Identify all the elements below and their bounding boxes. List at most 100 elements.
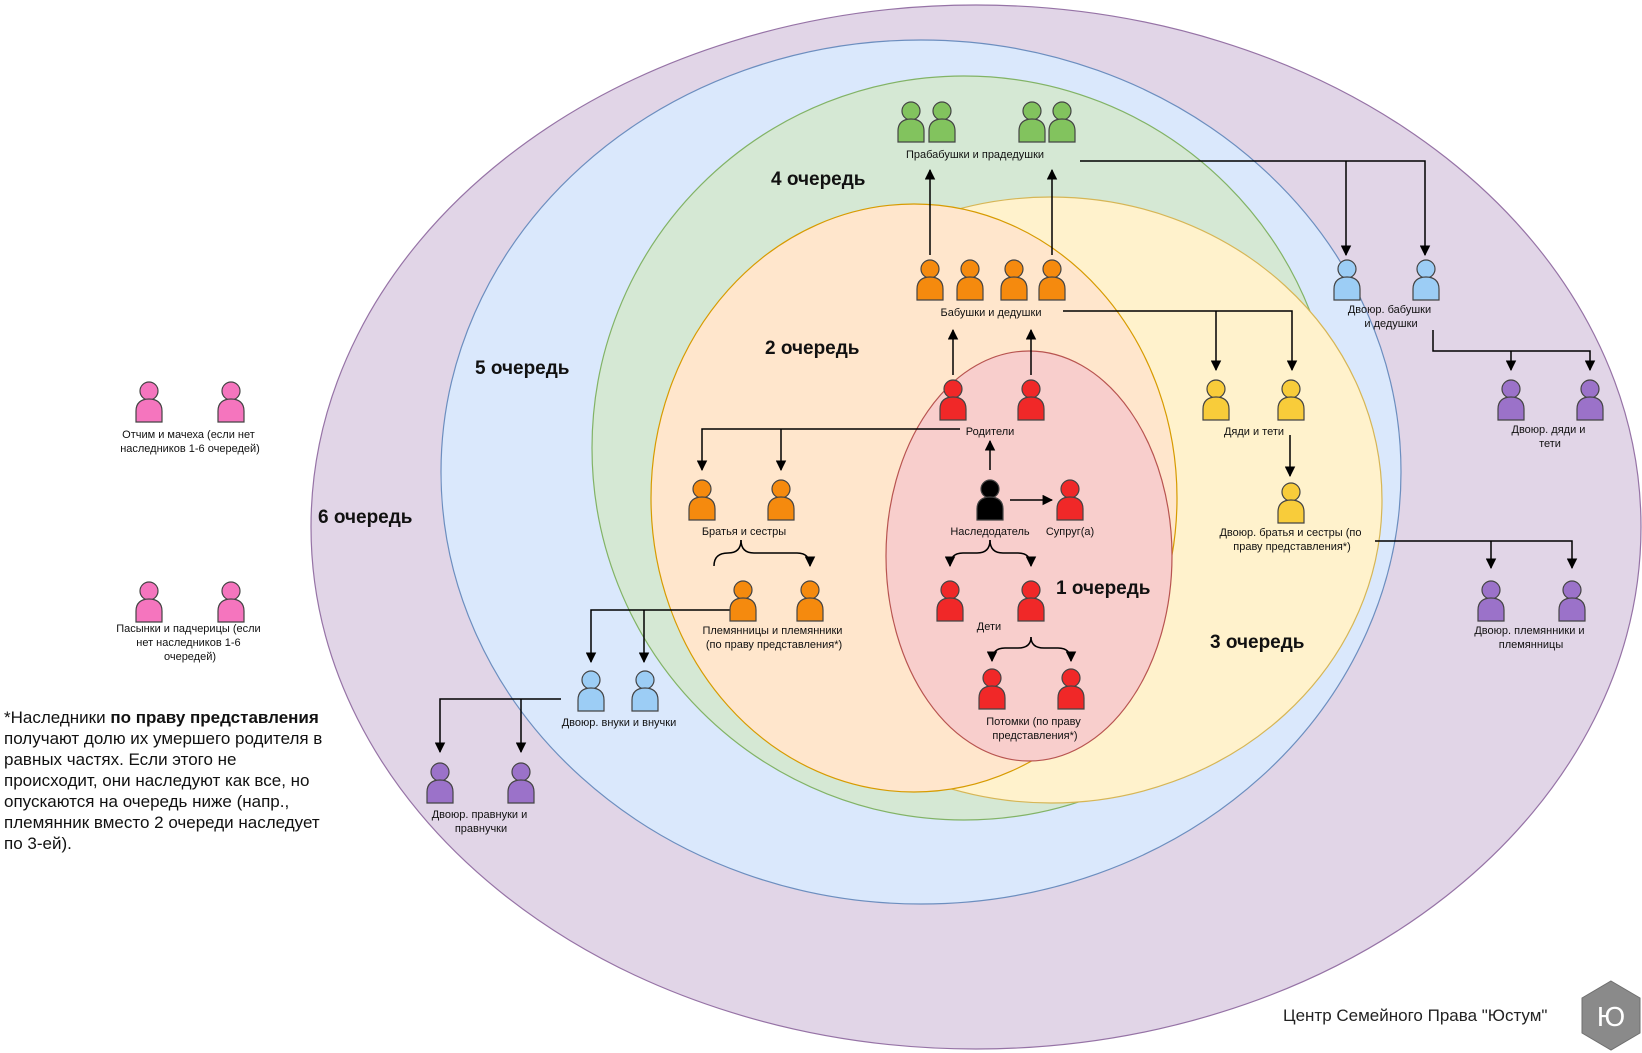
great-uncle-2 — [1412, 259, 1440, 301]
order-4-title: 4 очередь — [771, 169, 866, 190]
grandparent-4 — [1038, 259, 1066, 301]
spouse-label: Супруг(а) — [1046, 526, 1094, 538]
cousin-uncle-2 — [1576, 379, 1604, 421]
cousins-label-line-1: Двоюр. братья и сестры (по — [1219, 527, 1361, 539]
stepparent-2 — [217, 381, 245, 423]
nephew-1 — [729, 580, 757, 622]
cousin-great-grandchildren-label: Двоюр. правнуки и правнучки — [432, 809, 531, 835]
edge-grandparents-to-uncles — [1063, 310, 1298, 372]
representation-note: *Наследники по праву представления получ… — [4, 707, 324, 854]
cousin-great-grandchild-1 — [426, 762, 454, 804]
great-grandparents-label: Прабабушки и прадедушки — [906, 149, 1044, 161]
great-grandparent-1 — [897, 101, 925, 143]
parents-label: Родители — [966, 426, 1015, 438]
grandparent-1 — [916, 259, 944, 301]
person-labels: Прабабушки и прадедушки Бабушки и дедушк… — [116, 149, 1589, 835]
cousin-nephews-label-line-1: Двоюр. племянники и — [1474, 625, 1584, 637]
great-grandparent-4 — [1048, 101, 1076, 143]
grandparent-2 — [956, 259, 984, 301]
cousin-grandchild-1 — [577, 670, 605, 712]
brand-logo: Ю — [1581, 980, 1641, 1051]
logo-letter: Ю — [1597, 1001, 1625, 1032]
great-uncles-label-line-1: Двоюр. бабушки — [1348, 304, 1431, 316]
order-3-title: 3 очередь — [1210, 632, 1305, 653]
parent-2 — [1017, 379, 1045, 421]
stepparent-1 — [135, 381, 163, 423]
order-5-title: 5 очередь — [475, 358, 570, 379]
nephew-2 — [796, 580, 824, 622]
edge-testator-to-children-2 — [989, 539, 1037, 568]
stepchildren-label-line-1: Пасынки и падчерицы (если — [116, 623, 260, 635]
edge-greats-to-great-uncles — [1080, 160, 1431, 257]
order-2-title: 2 очередь — [765, 338, 860, 359]
cousin-nephews-label: Двоюр. племянники и племянницы — [1474, 625, 1587, 651]
great-uncles-label: Двоюр. бабушки и дедушки — [1348, 304, 1434, 330]
great-grandparent-2 — [928, 101, 956, 143]
descendants-label: Потомки (по праву представления*) — [986, 716, 1084, 742]
cousin-uncle-1 — [1497, 379, 1525, 421]
cousin-uncles-label-line-1: Двоюр. дяди и — [1512, 424, 1586, 436]
stepparents-label-line-2: наследников 1-6 очередей) — [120, 443, 260, 455]
order-6-title: 6 очередь — [318, 507, 413, 528]
testator-label: Наследодатель — [950, 526, 1030, 538]
sibling-2 — [767, 479, 795, 521]
great-uncle-1 — [1333, 259, 1361, 301]
uncle-2 — [1277, 379, 1305, 421]
great-grandparent-3 — [1018, 101, 1046, 143]
descendants-label-line-1: Потомки (по праву — [986, 716, 1081, 728]
stepchildren-label-line-3: очередей) — [164, 651, 216, 663]
grandparent-3 — [1000, 259, 1028, 301]
sibling-1 — [688, 479, 716, 521]
note-bold: по праву представления — [110, 708, 319, 727]
stepparents-label-line-1: Отчим и мачеха (если нет — [122, 429, 255, 441]
edge-parents-to-siblings — [696, 428, 960, 472]
order-1-zone — [885, 350, 1173, 762]
stepchildren-label: Пасынки и падчерицы (если нет наследнико… — [116, 623, 264, 663]
edge-cousins-to-cousin-nephews — [1375, 540, 1578, 570]
cousin-great-grandchildren-label-line-1: Двоюр. правнуки и — [432, 809, 528, 821]
descendant-1 — [978, 668, 1006, 710]
cousin-figure — [1277, 482, 1305, 524]
uncle-1 — [1202, 379, 1230, 421]
child-2 — [1017, 580, 1045, 622]
cousin-nephew-2 — [1558, 580, 1586, 622]
note-prefix: *Наследники — [4, 708, 111, 727]
cousin-uncles-label: Двоюр. дяди и тети — [1512, 424, 1589, 450]
cousins-label-line-2: праву представления*) — [1233, 541, 1351, 553]
cousin-great-grandchildren-label-line-2: правнучки — [455, 823, 507, 835]
cousin-grandchildren-label: Двоюр. внуки и внучки — [562, 717, 677, 729]
edge-nephews-to-cousin-grandchildren — [585, 609, 731, 664]
parent-1 — [939, 379, 967, 421]
connectors — [434, 160, 1596, 754]
descendant-2 — [1057, 668, 1085, 710]
grandparents-label: Бабушки и дедушки — [941, 307, 1042, 319]
cousin-nephews-label-line-2: племянницы — [1499, 639, 1564, 651]
child-1 — [936, 580, 964, 622]
edge-testator-to-children — [944, 539, 991, 568]
edge-siblings-to-nephews — [740, 539, 816, 568]
children-label: Дети — [977, 621, 1001, 633]
spouse-figure — [1056, 479, 1084, 521]
uncles-label: Дяди и тети — [1224, 426, 1284, 438]
edge-children-to-descendants — [986, 636, 1032, 663]
stepchild-1 — [135, 581, 163, 623]
nephews-label-line-1: Племянницы и племянники — [702, 625, 842, 637]
testator-figure — [976, 479, 1004, 521]
edge-siblings-to-nephews-2 — [713, 539, 742, 567]
brand-name: Центр Семейного Права "Юстум" — [1283, 1006, 1548, 1025]
stepparents-label: Отчим и мачеха (если нет наследников 1-6… — [120, 429, 260, 455]
cousin-nephew-1 — [1477, 580, 1505, 622]
stepchild-2 — [217, 581, 245, 623]
nephews-label: Племянницы и племянники (по праву предст… — [702, 625, 845, 651]
great-uncles-label-line-2: и дедушки — [1364, 318, 1417, 330]
cousin-grandchild-2 — [631, 670, 659, 712]
cousin-great-grandchild-2 — [507, 762, 535, 804]
logo-hexagon — [1581, 980, 1641, 1051]
descendants-label-line-2: представления*) — [992, 730, 1077, 742]
nephews-label-line-2: (по праву представления*) — [706, 639, 842, 651]
stepchildren-label-line-2: нет наследников 1-6 — [136, 637, 240, 649]
siblings-label: Братья и сестры — [702, 526, 786, 538]
edge-children-to-descendants-2 — [1030, 636, 1077, 663]
cousin-uncles-label-line-2: тети — [1539, 438, 1561, 450]
